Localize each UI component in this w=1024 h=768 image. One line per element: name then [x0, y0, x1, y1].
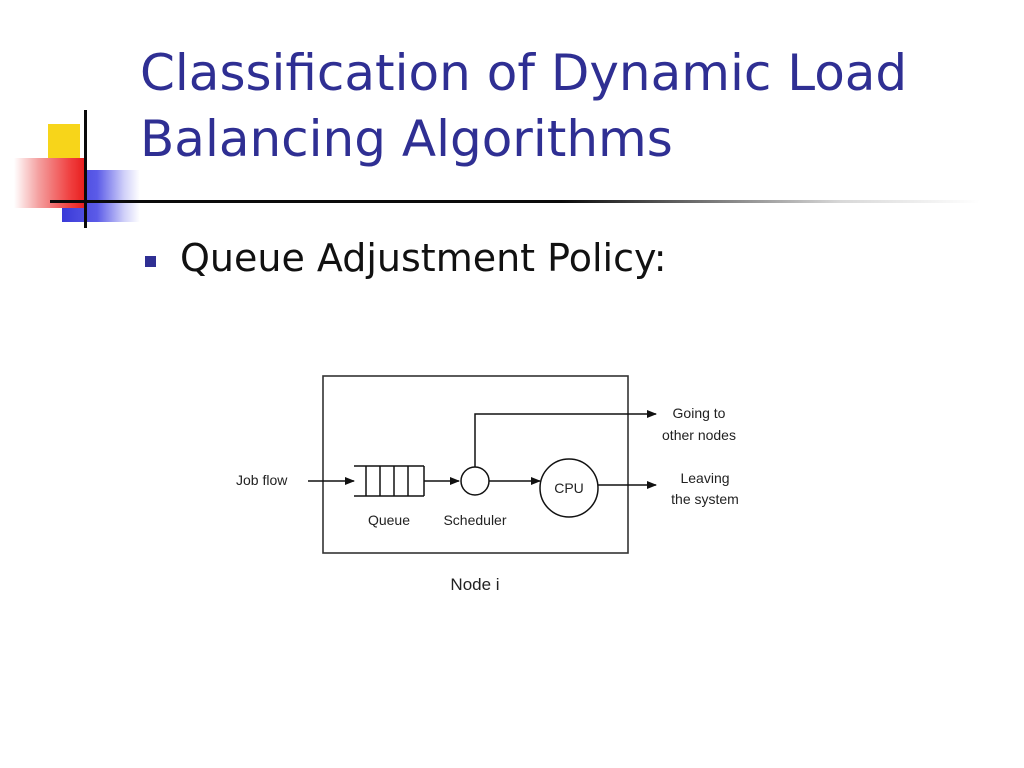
title-divider: [50, 200, 980, 203]
bullet-square-icon: [145, 255, 156, 267]
scheduler-circle: [460, 466, 490, 496]
slide-title: Classification of Dynamic Load Balancing…: [140, 40, 1000, 172]
title-line-1: Classification of Dynamic Load: [140, 44, 908, 102]
cpu-circle: [539, 458, 599, 518]
decor-vertical-line: [84, 110, 87, 228]
leaving-label-line1: Leaving: [680, 470, 729, 486]
title-line-2: Balancing Algorithms: [140, 110, 673, 168]
node-box: [322, 375, 629, 554]
job-flow-label: Job flow: [236, 472, 288, 488]
scheduler-label: Scheduler: [443, 512, 506, 528]
queue-label: Queue: [368, 512, 410, 528]
scheduler-to-other-nodes-line: [474, 410, 657, 467]
going-to-label-line2: other nodes: [662, 427, 736, 443]
node-label: Node i: [450, 575, 499, 594]
queue-icon: [354, 465, 425, 497]
going-to-label-line1: Going to: [673, 405, 726, 421]
leaving-label-line2: the system: [671, 491, 739, 507]
bullet-item: Queue Adjustment Policy:: [145, 236, 667, 280]
bullet-text: Queue Adjustment Policy:: [180, 236, 667, 280]
cpu-label: CPU: [554, 480, 584, 496]
decor-red-square: [14, 158, 84, 208]
